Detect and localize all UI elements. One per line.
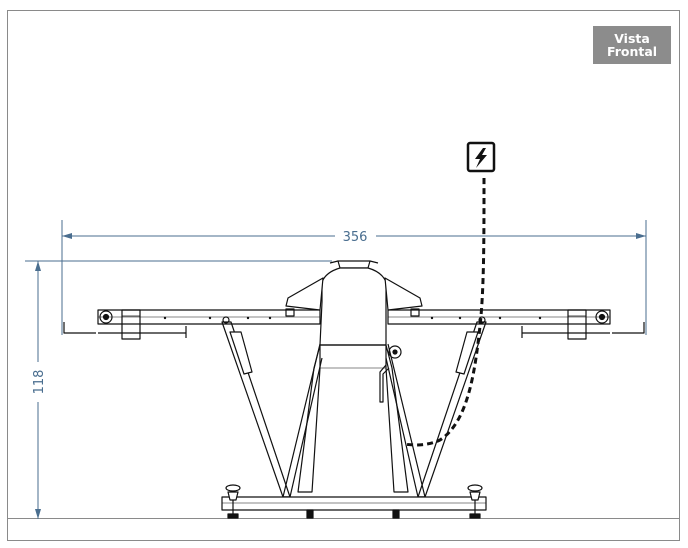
conveyor-right-catch-tray [612, 322, 645, 334]
conveyor-left-catch-tray [63, 322, 96, 334]
body-right-panel [385, 344, 409, 493]
height-arrow-bottom [35, 509, 41, 519]
machine-drawing [63, 177, 645, 519]
roller-left-outer [99, 310, 113, 324]
legs [221, 316, 487, 498]
conveyor-table-left [63, 308, 321, 340]
leg-pivot-left [222, 316, 230, 324]
machine-head [285, 260, 423, 346]
handwheel-hub [392, 349, 398, 355]
leg-outer-right [417, 321, 487, 498]
view-label-badge: Vista Frontal [593, 26, 671, 64]
leg-pivot-right [478, 316, 486, 324]
roller-right-outer [595, 310, 609, 324]
screw [538, 316, 542, 320]
power-cable [403, 177, 486, 447]
base-foot-pad-right [392, 509, 400, 519]
screw [498, 316, 502, 320]
head-body [319, 267, 387, 346]
screw [246, 316, 250, 320]
gas-strut-left [229, 331, 253, 375]
control-lever [379, 364, 390, 403]
base-foot-plate-right [469, 513, 481, 519]
head-top-lips [329, 260, 379, 264]
height-arrow-top [35, 261, 41, 271]
screw [268, 316, 272, 320]
roller-left-inner [102, 313, 110, 321]
screw [163, 316, 167, 320]
lightning-bolt-icon [475, 148, 487, 168]
conveyor-table-right [387, 308, 645, 340]
width-arrow-left [62, 233, 72, 239]
table-screws [163, 316, 542, 320]
view-label-line1: Vista [614, 31, 650, 46]
motor-block-right [567, 309, 587, 340]
height-dimension [25, 260, 332, 519]
foot-knob-right [467, 484, 483, 492]
foot-cap-right [469, 491, 481, 501]
roller-right-inner [598, 313, 606, 321]
base-rail [221, 496, 487, 511]
view-label-line2: Frontal [606, 44, 658, 59]
head-wing-right [384, 277, 423, 311]
handwheel [388, 345, 402, 359]
body-left-panel [297, 344, 321, 493]
screw [458, 316, 462, 320]
bracket-right [410, 308, 420, 317]
screw [208, 316, 212, 320]
width-dimension [61, 220, 647, 335]
gas-strut-right [455, 331, 479, 375]
bracket-left [285, 308, 295, 317]
width-dimension-value: 356 [343, 230, 368, 245]
foot-cap-left [227, 491, 239, 501]
height-dimension-value: 118 [32, 370, 47, 395]
screw [430, 316, 434, 320]
motor-block-left [121, 309, 141, 340]
base-foot-pad-left [306, 509, 314, 519]
electrical-power-icon [466, 141, 496, 173]
leg-outer-left [221, 321, 291, 498]
foot-knob-left [225, 484, 241, 492]
head-wing-left [285, 277, 324, 311]
head-top-cap [337, 260, 371, 269]
base-foot-plate-left [227, 513, 239, 519]
width-arrow-right [636, 233, 646, 239]
base-frame [221, 484, 487, 519]
floor-band [7, 518, 680, 541]
